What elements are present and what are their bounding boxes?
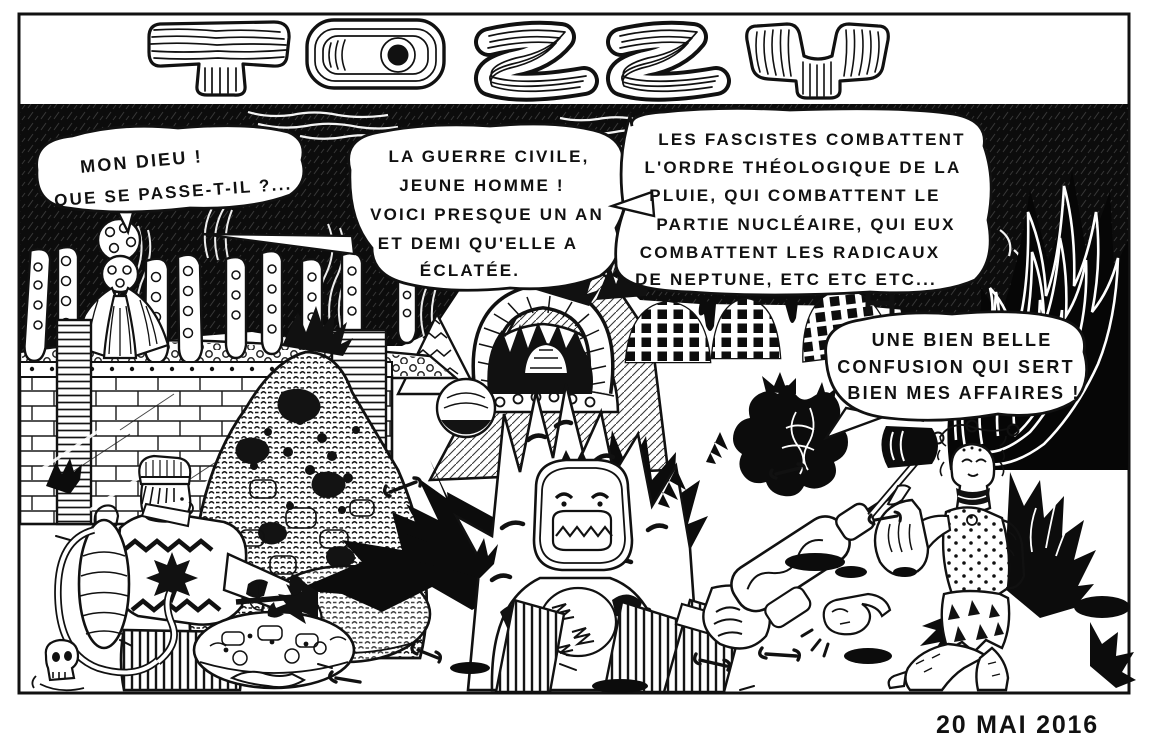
svg-text:JEUNE HOMME !: JEUNE HOMME !	[399, 176, 565, 195]
svg-text:ET DEMI QU'ELLE A: ET DEMI QU'ELLE A	[378, 234, 578, 253]
svg-text:LES FASCISTES COMBATTENT: LES FASCISTES COMBATTENT	[658, 130, 966, 149]
svg-text:LA GUERRE CIVILE,: LA GUERRE CIVILE,	[388, 147, 589, 166]
svg-text:COMBATTENT LES RADICAUX: COMBATTENT LES RADICAUX	[640, 243, 941, 262]
svg-text:PARTIE NUCLÉAIRE, QUI EUX: PARTIE NUCLÉAIRE, QUI EUX	[656, 215, 955, 234]
svg-text:DE NEPTUNE, ETC ETC ETC...: DE NEPTUNE, ETC ETC ETC...	[635, 270, 937, 289]
svg-text:ÉCLATÉE.: ÉCLATÉE.	[420, 261, 520, 280]
svg-text:BIEN MES AFFAIRES !: BIEN MES AFFAIRES !	[847, 383, 1080, 403]
svg-text:CONFUSION QUI SERT: CONFUSION QUI SERT	[837, 357, 1075, 377]
svg-text:20 MAI 2016: 20 MAI 2016	[936, 711, 1099, 739]
svg-text:VOICI PRESQUE UN AN: VOICI PRESQUE UN AN	[370, 205, 604, 224]
svg-text:PLUIE, QUI COMBATTENT LE: PLUIE, QUI COMBATTENT LE	[649, 186, 940, 205]
svg-text:UNE BIEN BELLE: UNE BIEN BELLE	[872, 330, 1053, 350]
svg-text:L'ORDRE THÉOLOGIQUE DE LA: L'ORDRE THÉOLOGIQUE DE LA	[645, 158, 962, 177]
